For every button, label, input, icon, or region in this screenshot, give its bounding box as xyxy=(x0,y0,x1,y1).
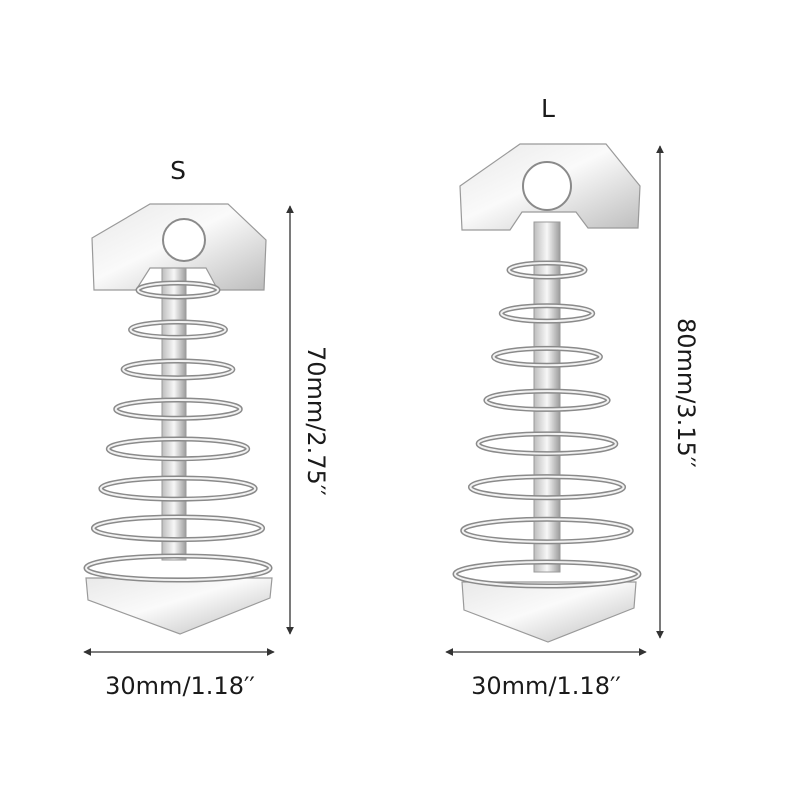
spring-coil-highlight xyxy=(461,518,633,543)
spring-coil-highlight xyxy=(114,399,242,420)
large-height-label: 80mm/3.15′′ xyxy=(672,318,700,468)
spring-coil-highlight xyxy=(484,390,610,411)
small-anchor-bottom-plate xyxy=(85,577,273,635)
spring-coil-highlight xyxy=(469,475,625,499)
spring-coil-highlight xyxy=(122,360,234,379)
spring-coil-highlight xyxy=(477,432,617,455)
spring-coil-highlight xyxy=(107,438,249,460)
small-anchor-spring xyxy=(83,280,273,583)
large-anchor-shaft xyxy=(533,221,561,573)
large-size-label: L xyxy=(541,94,555,123)
large-width-label: 30mm/1.18′′ xyxy=(471,672,621,700)
small-anchor-shaft xyxy=(161,259,187,561)
small-width-label: 30mm/1.18′′ xyxy=(105,672,255,700)
spring-coil-highlight xyxy=(92,516,264,541)
spring-coil-highlight xyxy=(85,555,271,581)
small-size-label: S xyxy=(170,156,186,185)
large-anchor-hole xyxy=(522,161,572,211)
spring-coil-highlight xyxy=(454,561,640,587)
spring-coil-highlight xyxy=(492,347,602,367)
small-anchor-hole xyxy=(162,218,206,262)
small-spring-anchor xyxy=(83,203,273,635)
large-anchor-bottom-plate xyxy=(461,581,637,643)
spring-coil-highlight xyxy=(500,304,594,323)
spring-coil-highlight xyxy=(129,321,227,339)
large-anchor-spring xyxy=(452,260,642,589)
spring-coil-highlight xyxy=(99,477,257,501)
small-height-label: 70mm/2.75′′ xyxy=(302,346,330,496)
spring-coil-highlight xyxy=(137,282,219,298)
large-spring-anchor xyxy=(452,143,642,643)
spring-coil-highlight xyxy=(508,262,586,278)
